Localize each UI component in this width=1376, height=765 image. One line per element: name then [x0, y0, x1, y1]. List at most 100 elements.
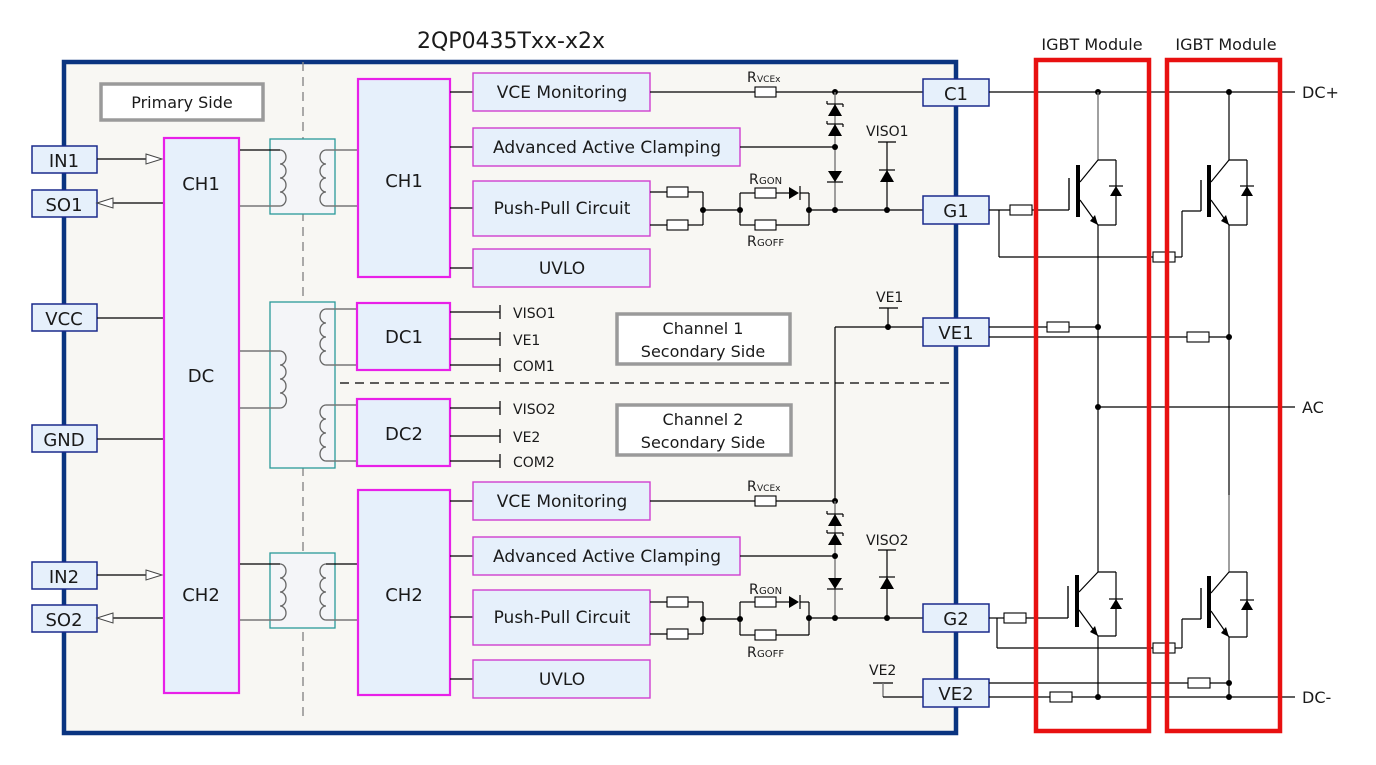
ch2-advanced-active-clamping	[472, 536, 741, 576]
ch1-functions: VCE Monitoring Advanced Active Clamping …	[450, 72, 741, 288]
ch2-uvlo	[472, 659, 651, 699]
ve1-connection: VE1	[834, 290, 925, 501]
svg-text:VE2: VE2	[938, 684, 973, 705]
primary-controller-block: CH1 DC CH2	[162, 136, 241, 695]
pin-so2[interactable]: SO2	[31, 604, 98, 633]
svg-text:VCE Monitoring: VCE Monitoring	[497, 83, 628, 103]
svg-text:R: R	[749, 172, 759, 188]
svg-text:VE1: VE1	[513, 333, 540, 349]
svg-text:VE2: VE2	[869, 663, 896, 679]
dc1-block: DC1	[355, 301, 452, 372]
svg-text:IGBT Module: IGBT Module	[1041, 35, 1142, 54]
svg-text:R: R	[747, 234, 757, 250]
terminal-dc-minus: DC-	[1302, 688, 1331, 707]
igbt-upper-1-icon	[1068, 159, 1123, 226]
svg-text:VCE Monitoring: VCE Monitoring	[497, 492, 628, 512]
primary-ch1-label: CH1	[182, 174, 220, 195]
igbt-lower-2-icon	[1200, 571, 1254, 638]
svg-text:VISO2: VISO2	[866, 533, 909, 549]
svg-text:Advanced Active Clamping: Advanced Active Clamping	[493, 138, 721, 158]
svg-text:VISO1: VISO1	[866, 124, 909, 140]
svg-text:SO1: SO1	[45, 195, 82, 216]
rgon-resistor	[754, 187, 777, 199]
primary-signal-wires	[95, 153, 164, 624]
pin-c1[interactable]: C1	[922, 78, 990, 107]
svg-text:Secondary Side: Secondary Side	[641, 433, 765, 452]
svg-text:Primary Side: Primary Side	[131, 93, 233, 112]
svg-text:UVLO: UVLO	[539, 259, 585, 279]
pin-in1[interactable]: IN1	[31, 145, 98, 174]
primary-side-label: Primary Side	[99, 82, 265, 122]
rvcex-resistor	[754, 86, 777, 98]
rgoff-resistor	[754, 219, 777, 231]
svg-text:UVLO: UVLO	[539, 670, 585, 690]
ch1-uvlo	[472, 248, 651, 288]
diagram-title: 2QP0435Txx-x2x	[417, 29, 605, 54]
ve2-connection: VE2	[869, 663, 925, 698]
dc1-outputs: VISO1 VE1 COM1	[450, 305, 556, 375]
svg-text:IN1: IN1	[49, 151, 79, 172]
pin-g2[interactable]: G2	[922, 603, 990, 633]
svg-text:R: R	[749, 582, 759, 598]
igbt-module-2: IGBT Module	[1164, 35, 1283, 734]
pin-ve2[interactable]: VE2	[922, 678, 990, 708]
transformer-dc	[240, 301, 358, 469]
svg-text:VE1: VE1	[938, 323, 973, 344]
svg-text:IGBT Module: IGBT Module	[1175, 35, 1276, 54]
svg-text:GON: GON	[759, 586, 782, 597]
ch1-advanced-active-clamping	[472, 127, 741, 167]
ch1-push-pull-circuit	[472, 180, 651, 237]
igbt-lower-1-icon	[1067, 571, 1123, 637]
channel1-secondary-label: Channel 1 Secondary Side	[615, 312, 792, 366]
ch1-vce-monitoring	[472, 72, 651, 112]
svg-text:VCEx: VCEx	[757, 484, 781, 494]
pin-ve1[interactable]: VE1	[922, 317, 990, 347]
pin-g1[interactable]: G1	[922, 195, 990, 225]
svg-text:G2: G2	[943, 609, 968, 630]
ch2-functions: VCE Monitoring Advanced Active Clamping …	[450, 481, 741, 699]
secondary-ch2-block: CH2	[356, 488, 452, 697]
svg-text:COM2: COM2	[513, 455, 555, 471]
svg-text:VISO2: VISO2	[513, 402, 556, 418]
channel2-secondary-label: Channel 2 Secondary Side	[615, 403, 793, 457]
svg-text:VE2: VE2	[513, 430, 540, 446]
svg-text:R: R	[747, 70, 757, 86]
svg-text:IN2: IN2	[49, 567, 79, 588]
primary-ch2-label: CH2	[182, 585, 220, 606]
dc2-block: DC2	[355, 397, 452, 468]
svg-text:Secondary Side: Secondary Side	[641, 342, 765, 361]
ch2-gate-circuit: R VCEx VISO2 R GON R	[650, 479, 925, 661]
svg-text:Push-Pull Circuit: Push-Pull Circuit	[494, 608, 631, 628]
pin-so1[interactable]: SO1	[31, 189, 98, 218]
svg-text:C1: C1	[944, 84, 968, 105]
igbt-module-1: IGBT Module	[1033, 35, 1152, 734]
svg-text:VE1: VE1	[876, 290, 903, 306]
igbt-upper-2-icon	[1200, 159, 1254, 226]
svg-text:G1: G1	[943, 201, 968, 222]
svg-text:VCEx: VCEx	[757, 75, 781, 85]
terminal-dc-plus: DC+	[1302, 83, 1339, 102]
svg-text:GND: GND	[43, 430, 84, 451]
svg-text:COM1: COM1	[513, 359, 555, 375]
svg-text:GOFF: GOFF	[757, 238, 784, 249]
primary-dc-label: DC	[188, 366, 214, 387]
pin-in2[interactable]: IN2	[31, 561, 98, 590]
svg-text:R: R	[747, 645, 757, 661]
svg-text:Push-Pull Circuit: Push-Pull Circuit	[494, 199, 631, 219]
pin-gnd[interactable]: GND	[31, 424, 98, 453]
svg-text:CH2: CH2	[385, 585, 423, 606]
svg-text:Channel 2: Channel 2	[663, 410, 744, 429]
secondary-ch1-block: CH1	[356, 77, 452, 279]
svg-text:GON: GON	[759, 176, 782, 187]
ch2-vce-monitoring	[472, 481, 651, 521]
terminal-ac: AC	[1302, 398, 1324, 417]
ch2-push-pull-circuit	[472, 589, 651, 646]
svg-text:VISO1: VISO1	[513, 306, 556, 322]
ch1-gate-circuit: R VCEx VISO1 R	[650, 70, 925, 250]
svg-text:SO2: SO2	[45, 610, 82, 631]
svg-text:Advanced Active Clamping: Advanced Active Clamping	[493, 547, 721, 567]
pin-vcc[interactable]: VCC	[31, 303, 98, 332]
transformer-ch1	[240, 138, 358, 215]
svg-text:CH1: CH1	[385, 171, 423, 192]
